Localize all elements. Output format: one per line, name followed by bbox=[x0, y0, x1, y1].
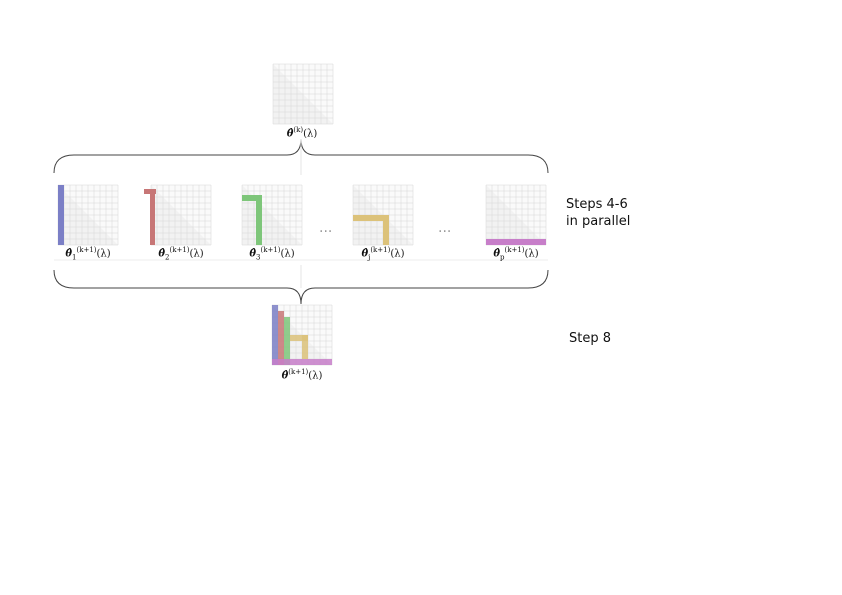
bottom-matrix-label: θ̂(k+1)(λ) bbox=[281, 368, 323, 382]
ellipsis-2: ··· bbox=[438, 224, 452, 240]
combined-red bbox=[278, 311, 284, 365]
band-red-vertical bbox=[150, 189, 155, 245]
estimator-label-p: θ̂p(k+1)(λ) bbox=[493, 246, 539, 262]
steps-parallel-line2: in parallel bbox=[566, 214, 631, 229]
bottom-brace bbox=[53, 269, 549, 305]
estimator-label-3: θ̂3(k+1)(λ) bbox=[249, 246, 295, 262]
matrix-3 bbox=[241, 184, 303, 246]
ellipsis-1: ··· bbox=[319, 224, 333, 240]
bottom-matrix bbox=[271, 304, 333, 366]
combined-yellow-vertical bbox=[302, 335, 308, 359]
matrix-2 bbox=[144, 184, 212, 246]
estimator-label-1: θ̂1(k+1)(λ) bbox=[65, 246, 111, 262]
top-matrix-label: θ̂(k)(λ) bbox=[286, 126, 318, 140]
matrix-j bbox=[352, 184, 414, 246]
top-matrix bbox=[272, 63, 334, 125]
band-green-top bbox=[242, 195, 262, 201]
band-blue bbox=[58, 185, 64, 245]
steps-parallel-label: Steps 4-6 in parallel bbox=[566, 196, 630, 230]
combined-purple bbox=[272, 359, 332, 365]
band-purple bbox=[486, 239, 546, 245]
band-yellow-vertical bbox=[383, 215, 389, 245]
matrix-1 bbox=[57, 184, 119, 246]
matrix-p bbox=[485, 184, 547, 246]
estimator-label-j: θ̂j(k+1)(λ) bbox=[361, 246, 405, 262]
steps-parallel-line1: Steps 4-6 bbox=[566, 197, 628, 212]
step-8-label: Step 8 bbox=[569, 331, 612, 346]
band-green-vertical bbox=[256, 195, 262, 245]
estimator-label-2: θ̂2(k+1)(λ) bbox=[158, 246, 204, 262]
band-yellow-top bbox=[353, 215, 389, 221]
combined-blue bbox=[272, 305, 278, 365]
combined-green bbox=[284, 317, 290, 365]
combined-yellow-top bbox=[290, 335, 308, 341]
